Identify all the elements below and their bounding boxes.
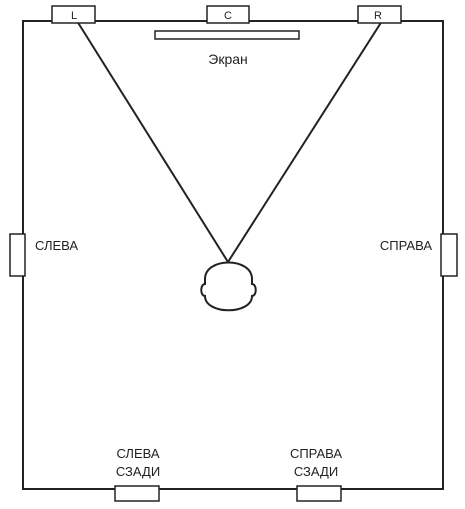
front-right-speaker bbox=[357, 5, 402, 24]
listener-head-icon bbox=[200, 261, 257, 312]
rear-right-label-line2: СЗАДИ bbox=[294, 464, 338, 479]
rear-left-label-line1: СЛЕВА bbox=[116, 446, 159, 461]
side-right-label: СПРАВА bbox=[380, 238, 432, 253]
side-right-speaker bbox=[440, 233, 458, 277]
side-left-speaker bbox=[9, 233, 26, 277]
center-speaker-label: C bbox=[224, 10, 232, 22]
rear-right-speaker bbox=[296, 485, 342, 502]
rear-left-label-line2: СЗАДИ bbox=[116, 464, 160, 479]
left-sightline bbox=[76, 20, 229, 263]
screen-label: Экран bbox=[208, 51, 248, 67]
front-left-speaker bbox=[51, 5, 96, 24]
front-left-speaker-label: L bbox=[71, 10, 77, 22]
rear-left-speaker bbox=[114, 485, 160, 502]
center-speaker bbox=[206, 5, 250, 24]
front-right-speaker-label: R bbox=[374, 10, 382, 22]
side-left-label: СЛЕВА bbox=[35, 238, 78, 253]
rear-right-label-line1: СПРАВА bbox=[290, 446, 342, 461]
screen-bar bbox=[154, 30, 300, 40]
right-sightline bbox=[227, 20, 383, 263]
